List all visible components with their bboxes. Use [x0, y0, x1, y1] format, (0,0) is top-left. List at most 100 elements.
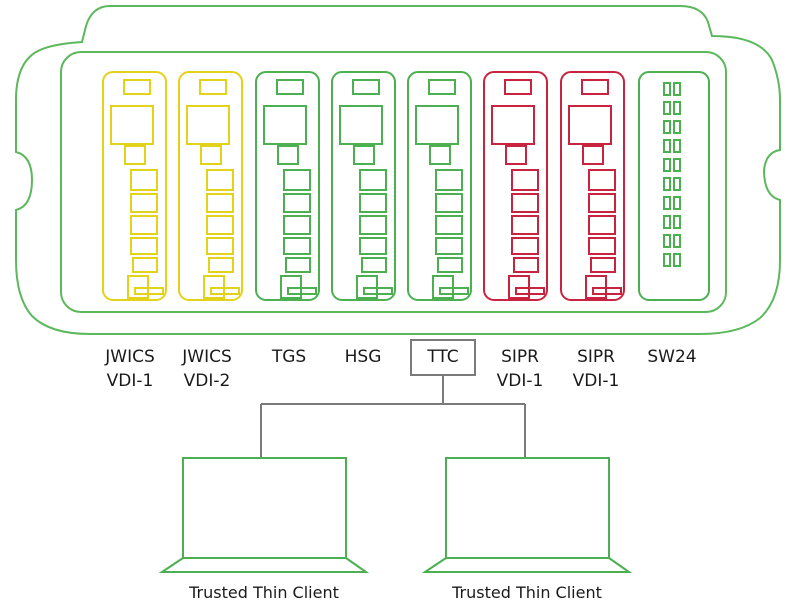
switch-port — [673, 120, 681, 134]
blade-component — [588, 169, 616, 191]
blade-component — [513, 257, 539, 273]
blade-component — [210, 287, 240, 295]
blade-3 — [255, 71, 320, 301]
blade-component — [276, 79, 304, 95]
switch-port — [673, 234, 681, 248]
blade-1 — [102, 71, 167, 301]
blade-component — [435, 169, 463, 191]
blade-5 — [407, 71, 472, 301]
switch-port — [663, 139, 671, 153]
blade-component — [511, 215, 539, 235]
blade-component — [359, 193, 387, 213]
blade-component — [582, 145, 604, 165]
blade-component — [186, 105, 230, 145]
blade-component — [130, 169, 158, 191]
blade-component — [511, 193, 539, 213]
chassis-inner-panel — [60, 51, 727, 313]
thin-client-caption-right: Trusted Thin Client — [451, 583, 602, 602]
blade-component — [287, 287, 317, 295]
blade-component — [363, 287, 393, 295]
blade-frame — [331, 71, 396, 301]
blade-component — [590, 257, 616, 273]
chassis-enclosure — [15, 5, 781, 335]
blade-component — [435, 193, 463, 213]
switch-port — [673, 158, 681, 172]
switch-port — [673, 196, 681, 210]
blade-component — [277, 145, 299, 165]
switch-port — [673, 177, 681, 191]
blade-component — [206, 169, 234, 191]
blade-component — [124, 145, 146, 165]
ttc-connectors — [260, 375, 526, 458]
blade-component — [200, 145, 222, 165]
blade-component — [435, 237, 463, 255]
switch-port — [663, 101, 671, 115]
switch-port — [673, 253, 681, 267]
switch-port — [673, 139, 681, 153]
blade-component — [581, 79, 609, 95]
blade-component — [206, 215, 234, 235]
blade-component — [429, 145, 451, 165]
switch-port — [663, 177, 671, 191]
blade-component — [588, 237, 616, 255]
blade-component — [206, 193, 234, 213]
blade-7 — [560, 71, 625, 301]
blade-label-hsg: HSG — [345, 347, 382, 367]
switch-port — [663, 215, 671, 229]
switch-port — [663, 196, 671, 210]
blade-component — [130, 237, 158, 255]
blade-frame — [102, 71, 167, 301]
blade-component — [283, 215, 311, 235]
blade-component — [511, 169, 539, 191]
switch-port — [673, 215, 681, 229]
switch-port — [663, 158, 671, 172]
laptop-icon — [421, 457, 633, 573]
blade-component — [353, 145, 375, 165]
blade-frame — [255, 71, 320, 301]
blade-component — [110, 105, 154, 145]
switch-port — [663, 234, 671, 248]
blade-component — [130, 215, 158, 235]
blade-component — [511, 237, 539, 255]
blade-label-tgs: TGS — [271, 347, 306, 367]
blade-component — [437, 257, 463, 273]
switch-frame — [638, 71, 710, 301]
blade-component — [199, 79, 227, 95]
blade-component — [130, 193, 158, 213]
blade-component — [208, 257, 234, 273]
thin-client-caption-left: Trusted Thin Client — [188, 583, 339, 602]
blade-component — [505, 145, 527, 165]
switch-port — [663, 253, 671, 267]
blades — [102, 71, 625, 301]
blade-component — [439, 287, 469, 295]
switch-port — [673, 82, 681, 96]
laptop-icon — [158, 457, 370, 573]
blade-component — [428, 79, 456, 95]
blade-component — [285, 257, 311, 273]
blade-component — [359, 169, 387, 191]
blade-component — [283, 193, 311, 213]
switch-port — [663, 82, 671, 96]
blade-6 — [483, 71, 548, 301]
switch-port — [663, 120, 671, 134]
blade-label-ttc: TTC — [426, 347, 458, 367]
blade-component — [359, 237, 387, 255]
blade-component — [283, 169, 311, 191]
switch-label-sw24: SW24 — [647, 347, 696, 367]
blade-component — [361, 257, 387, 273]
blade-component — [588, 215, 616, 235]
switch-module — [638, 71, 710, 301]
blade-component — [592, 287, 622, 295]
switch-port — [673, 101, 681, 115]
blade-component — [206, 237, 234, 255]
blade-component — [283, 237, 311, 255]
blade-component — [359, 215, 387, 235]
blade-component — [504, 79, 532, 95]
blade-component — [588, 193, 616, 213]
switch-sw24 — [638, 71, 710, 301]
